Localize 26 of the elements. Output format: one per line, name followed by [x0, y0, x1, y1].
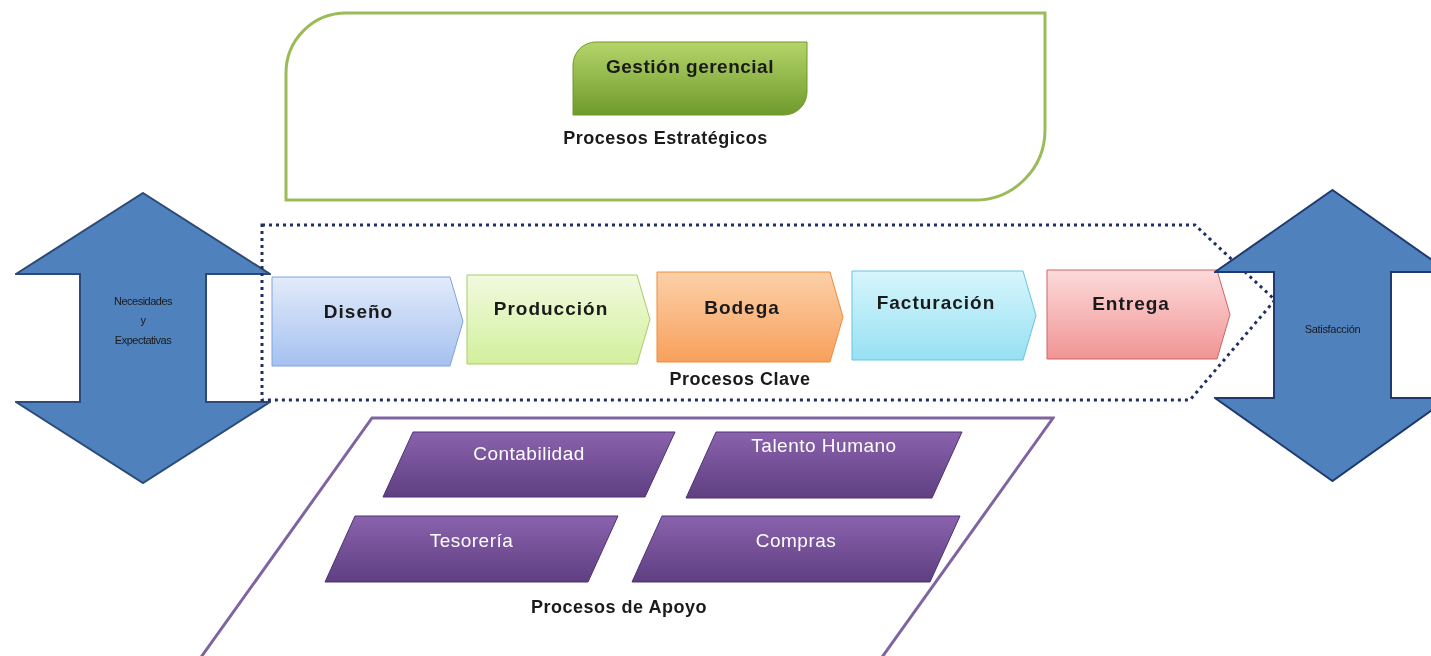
process-label: Necesidades y Expectativas	[113, 294, 173, 348]
process-label: Compras	[754, 530, 838, 552]
process-label: Bodega	[703, 297, 781, 319]
process-step	[271, 276, 464, 367]
support-process-panel	[199, 416, 1055, 656]
double-arrow	[15, 192, 271, 484]
process-label: Gestión gerencial	[605, 56, 775, 78]
process-step	[1046, 269, 1231, 360]
process-parallelogram	[631, 515, 961, 583]
process-label: Talento Humano	[750, 435, 898, 457]
process-label: Diseño	[322, 301, 395, 323]
process-label: Tesorería	[428, 530, 515, 552]
process-label: Entrega	[1091, 293, 1171, 315]
process-tab	[572, 41, 808, 116]
group-title: Procesos Clave	[668, 369, 812, 390]
process-label: Producción	[492, 298, 610, 320]
group-title: Procesos de Apoyo	[530, 597, 708, 618]
double-arrow	[1214, 189, 1431, 482]
process-label: Contabilidad	[472, 443, 586, 465]
process-step	[656, 271, 844, 363]
process-step	[466, 274, 651, 365]
strategic-process-panel	[284, 11, 1047, 202]
group-title: Procesos Estratégicos	[562, 128, 769, 149]
process-label: Facturación	[875, 292, 997, 314]
process-label: Satisfacción	[1303, 322, 1362, 337]
process-step	[851, 270, 1037, 361]
